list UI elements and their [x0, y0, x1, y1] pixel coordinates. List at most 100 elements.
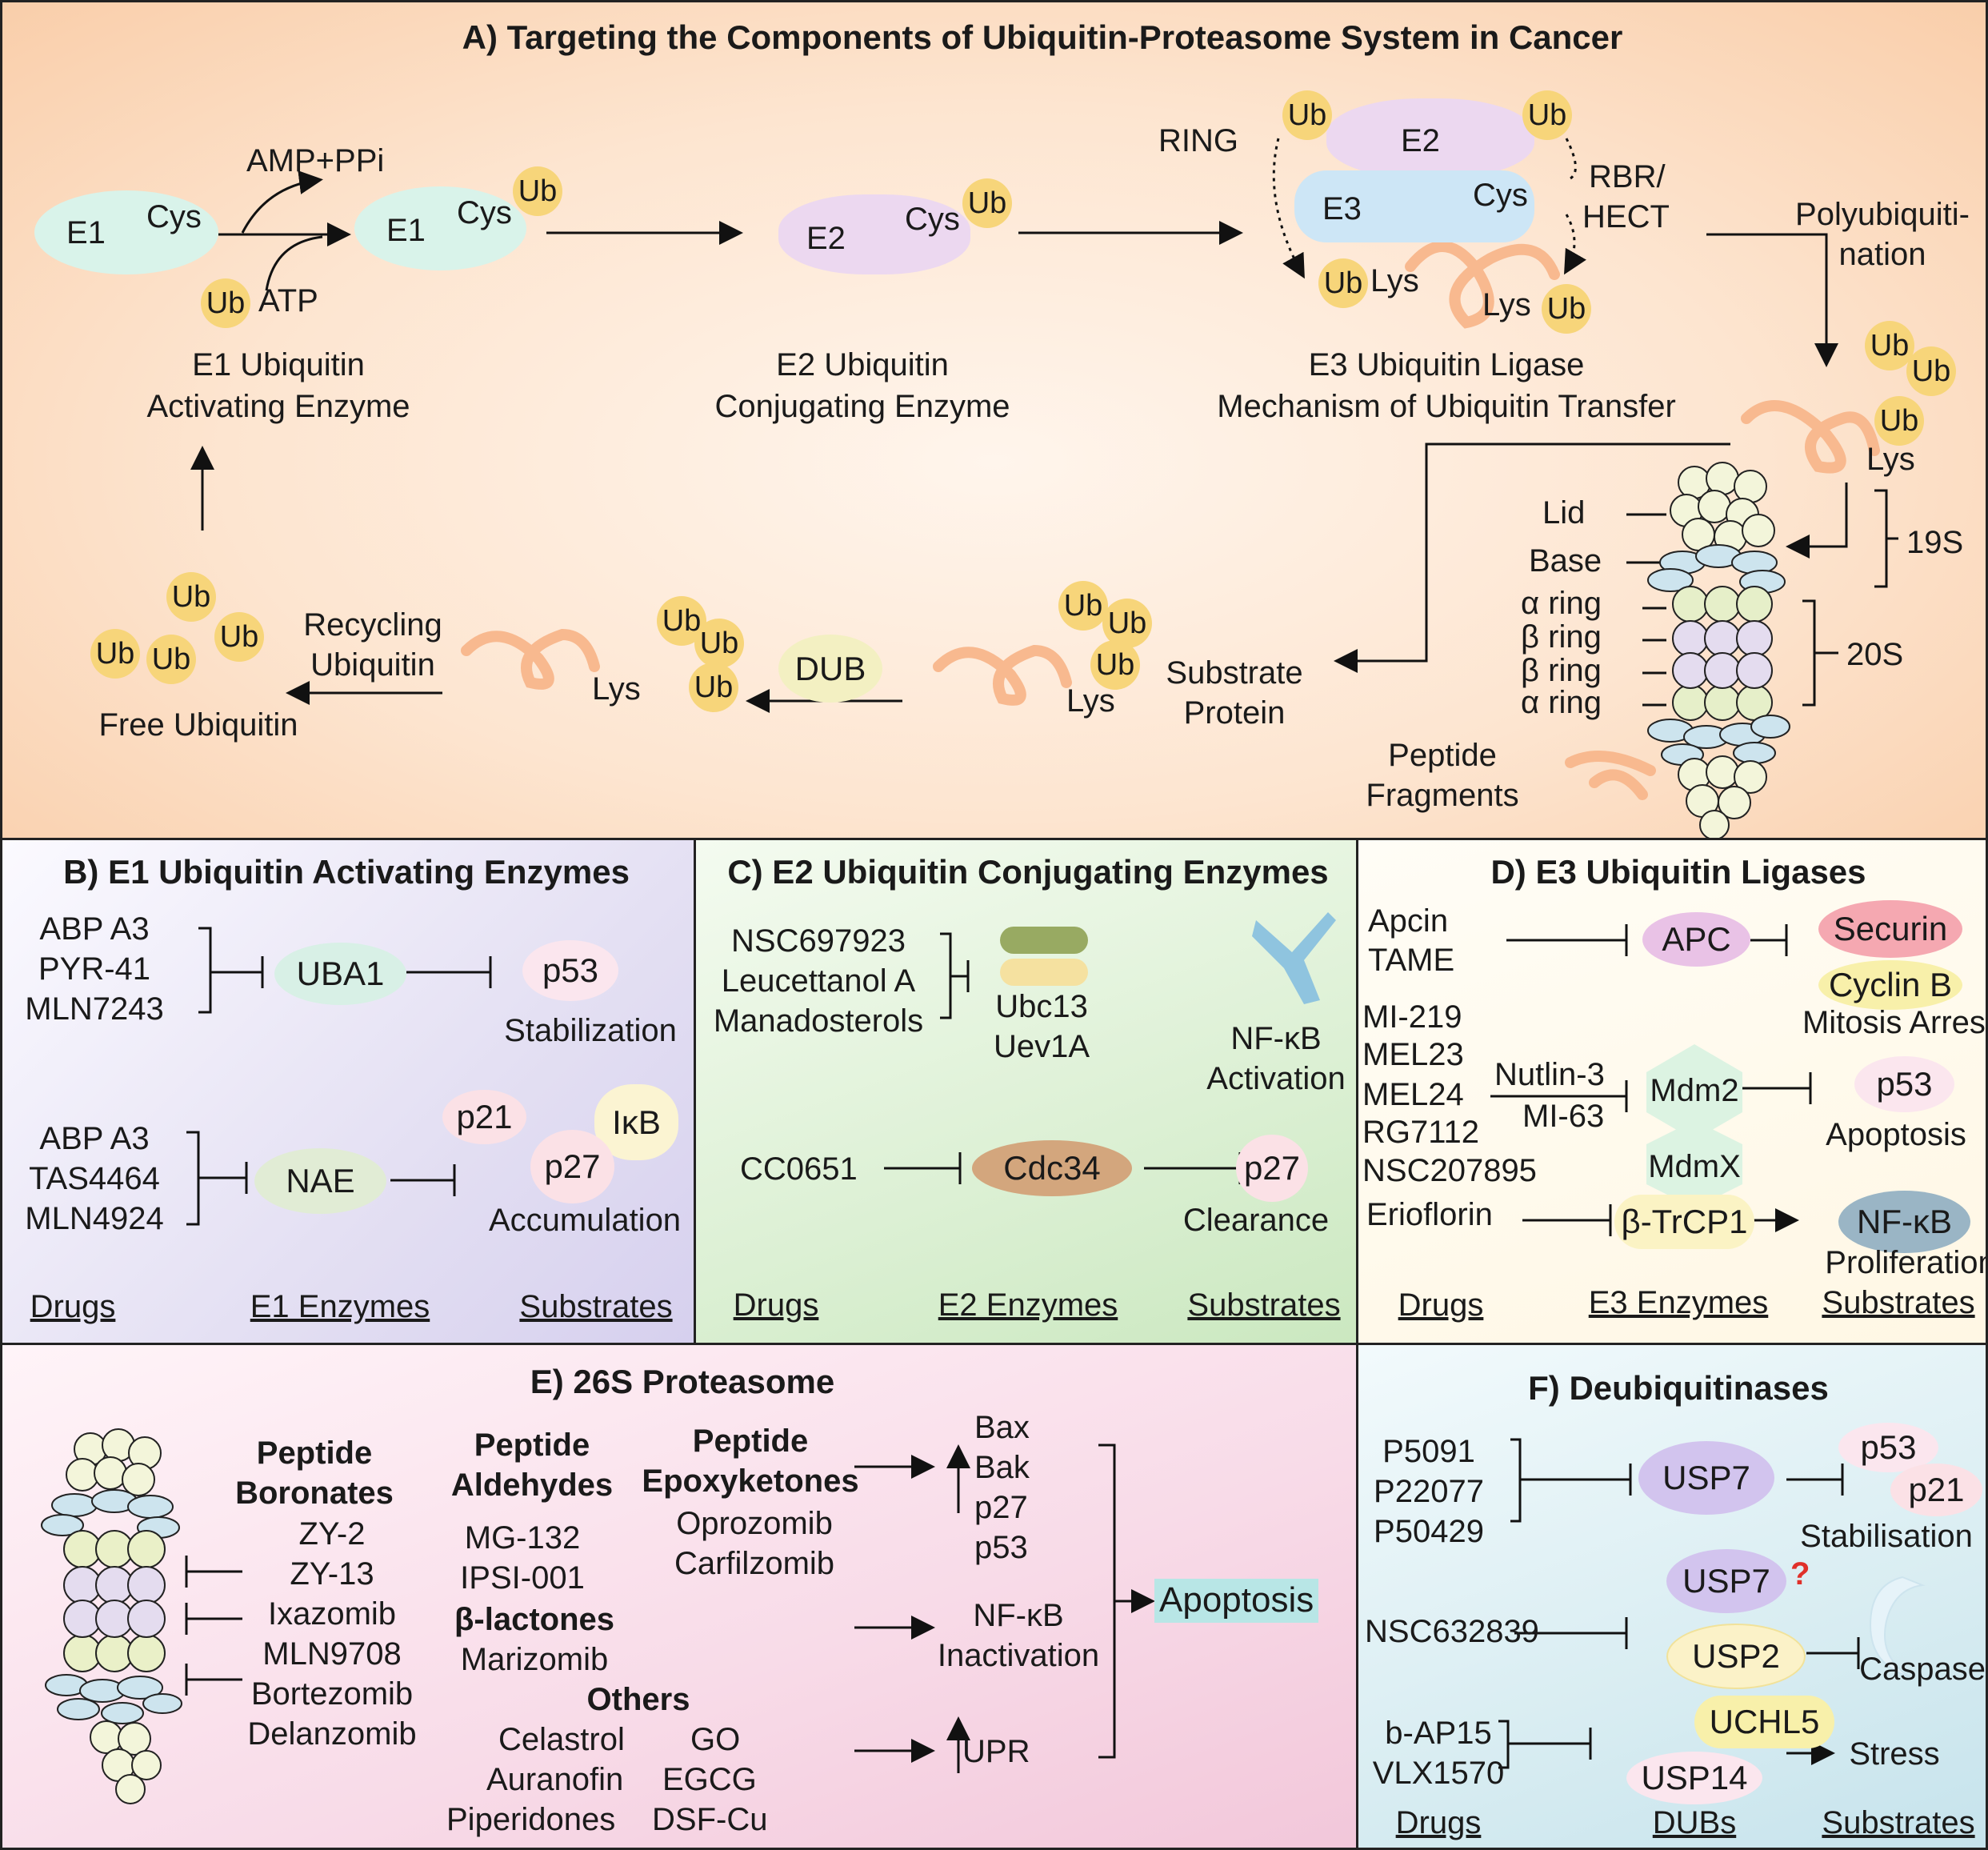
b-outcome-2: Accumulation [488, 1203, 682, 1238]
panel-d-lines [1490, 924, 1812, 1236]
e1-caption-line1: E1 Ubiquitin [192, 347, 365, 382]
others-2a: Auranofin [486, 1762, 624, 1797]
ub-e3-left: Ub [1282, 90, 1332, 140]
question-mark: ? [1790, 1556, 1810, 1592]
ub-dub-3: Ub [689, 663, 738, 712]
s19-label: 19S [1906, 525, 1964, 560]
e1-label: E1 [66, 215, 106, 250]
polyub-line1: Polyubiquiti- [1795, 197, 1970, 232]
ub-e3-right: Ub [1522, 90, 1572, 140]
polyub-line2: nation [1838, 237, 1926, 272]
ub-free-1: Ub [166, 572, 216, 622]
e2-caption-line2: Conjugating Enzyme [714, 389, 1010, 424]
b-drug-1: ABP A3 [39, 911, 150, 947]
uev1a-label: Uev1A [993, 1029, 1090, 1064]
amp-ppi-label: AMP+PPi [246, 143, 385, 178]
epoxy-1: Oprozomib [676, 1506, 833, 1541]
f-p21-substrate: p21 [1890, 1464, 1982, 1516]
panel-c-title: C) E2 Ubiquitin Conjugating Enzymes [727, 853, 1329, 891]
nutlin3-label: Nutlin-3 [1494, 1057, 1605, 1092]
e-proteasome-icon [41, 1428, 182, 1804]
d-drug-erioflorin: Erioflorin [1366, 1197, 1493, 1232]
lys-label-left: Lys [1370, 263, 1419, 298]
ub-poly-2: Ub [1906, 346, 1956, 396]
nae-enzyme: NAE [254, 1148, 386, 1214]
ub-sub-3: Ub [1090, 640, 1140, 690]
panel-b-lines [186, 927, 492, 1226]
f-footer-dubs: DUBs [1652, 1805, 1737, 1840]
d-nfkb-substrate: NF-κB [1838, 1191, 1970, 1253]
alpha-ring-1: α ring [1521, 586, 1602, 621]
aldehyde-1: MG-132 [464, 1520, 581, 1556]
others-3b: DSF-Cu [652, 1802, 768, 1837]
mdmx-enzyme: MdmX [1648, 1149, 1741, 1184]
s20-label: 20S [1846, 637, 1904, 672]
ub-free-3: Ub [146, 635, 196, 684]
boronate-2: ZY-13 [290, 1556, 374, 1592]
boronate-4: MLN9708 [262, 1636, 402, 1672]
d-outcome-1: Mitosis Arrest [1802, 1005, 1988, 1040]
panel-d: D) E3 Ubiquitin Ligases Apcin TAME APC S… [1356, 838, 1988, 1345]
boronate-6: Delanzomib [247, 1716, 417, 1752]
panel-a-title: A) Targeting the Components of Ubiquitin… [462, 18, 1623, 56]
c-outcome-1-line2: Activation [1206, 1061, 1346, 1096]
up-bak: Bak [974, 1450, 1030, 1485]
f-drug-1: P5091 [1382, 1434, 1475, 1469]
up-bax: Bax [974, 1410, 1030, 1445]
rbr-label-line1: RBR/ [1589, 159, 1666, 194]
b-drug-2: PYR-41 [38, 951, 151, 987]
d-footer-substrates: Substrates [1822, 1285, 1975, 1320]
panel-f: F) Deubiquitinases P5091 P22077 P50429 U… [1356, 1343, 1988, 1850]
up-p27: p27 [974, 1490, 1028, 1525]
others-head: Others [586, 1682, 690, 1717]
e2-caption-line1: E2 Ubiquitin [776, 347, 949, 382]
boronates-head-2: Boronates [235, 1476, 394, 1511]
c-footer-substrates: Substrates [1187, 1287, 1341, 1323]
e3-caption-line2: Mechanism of Ubiquitin Transfer [1217, 389, 1676, 424]
securin-substrate: Securin [1818, 900, 1962, 958]
c-p27-substrate: p27 [1236, 1135, 1308, 1202]
panel-e-title: E) 26S Proteasome [530, 1363, 835, 1400]
epoxy-head-2: Epoxyketones [642, 1464, 859, 1499]
others-2b: EGCG [662, 1762, 757, 1797]
e2-label-e3: E2 [1401, 123, 1440, 158]
c-footer-enzymes: E2 Enzymes [938, 1287, 1118, 1323]
f-footer-substrates: Substrates [1822, 1805, 1975, 1840]
btrcp1-enzyme: β-TrCP1 [1614, 1195, 1754, 1249]
cys-label-3: Cys [905, 202, 960, 237]
boronate-3: Ixazomib [267, 1596, 397, 1632]
e3-label: E3 [1322, 191, 1362, 226]
free-ub-label: Free Ubiquitin [98, 707, 298, 743]
b-drug-5: TAS4464 [29, 1161, 160, 1196]
f-footer-drugs: Drugs [1395, 1805, 1482, 1840]
ubc13-label: Ubc13 [995, 989, 1088, 1024]
others-3a: Piperidones [446, 1802, 616, 1837]
e-upr: UPR [962, 1734, 1030, 1769]
epoxy-2: Carfilzomib [674, 1546, 835, 1581]
lactone-1: Marizomib [460, 1642, 609, 1677]
d-outcome-3: Proliferation [1825, 1245, 1988, 1280]
e-nfkb-line2: Inactivation [937, 1638, 1100, 1673]
c-outcome-2: Clearance [1182, 1203, 1330, 1238]
d-outcome-2: Apoptosis [1826, 1117, 1966, 1152]
p53-substrate: p53 [522, 940, 618, 1001]
d-footer-enzymes: E3 Enzymes [1588, 1285, 1769, 1320]
e2-on-e3-shape [1326, 98, 1534, 178]
ub-free-4: Ub [214, 612, 264, 662]
lys-label-right: Lys [1482, 287, 1531, 322]
b-drug-3: MLN7243 [25, 991, 164, 1027]
peptide-label-line2: Fragments [1366, 778, 1519, 813]
f-drug-6: VLX1570 [1372, 1756, 1505, 1791]
cyclinb-substrate: Cyclin B [1818, 960, 1962, 1010]
panel-f-title: F) Deubiquitinases [1528, 1369, 1829, 1407]
f-outcome-2: Caspase [1859, 1652, 1986, 1687]
rbr-label-line2: HECT [1582, 199, 1670, 234]
dub-enzyme: DUB [778, 635, 882, 703]
ub-poly-3: Ub [1874, 396, 1924, 446]
d-p53-substrate: p53 [1854, 1056, 1954, 1112]
f-p53-substrate: p53 [1838, 1423, 1938, 1472]
b-footer-substrates: Substrates [519, 1289, 673, 1324]
b-drug-6: MLN4924 [25, 1201, 164, 1236]
e1-charged-shape [354, 186, 526, 270]
cdc34-enzyme: Cdc34 [972, 1140, 1132, 1196]
